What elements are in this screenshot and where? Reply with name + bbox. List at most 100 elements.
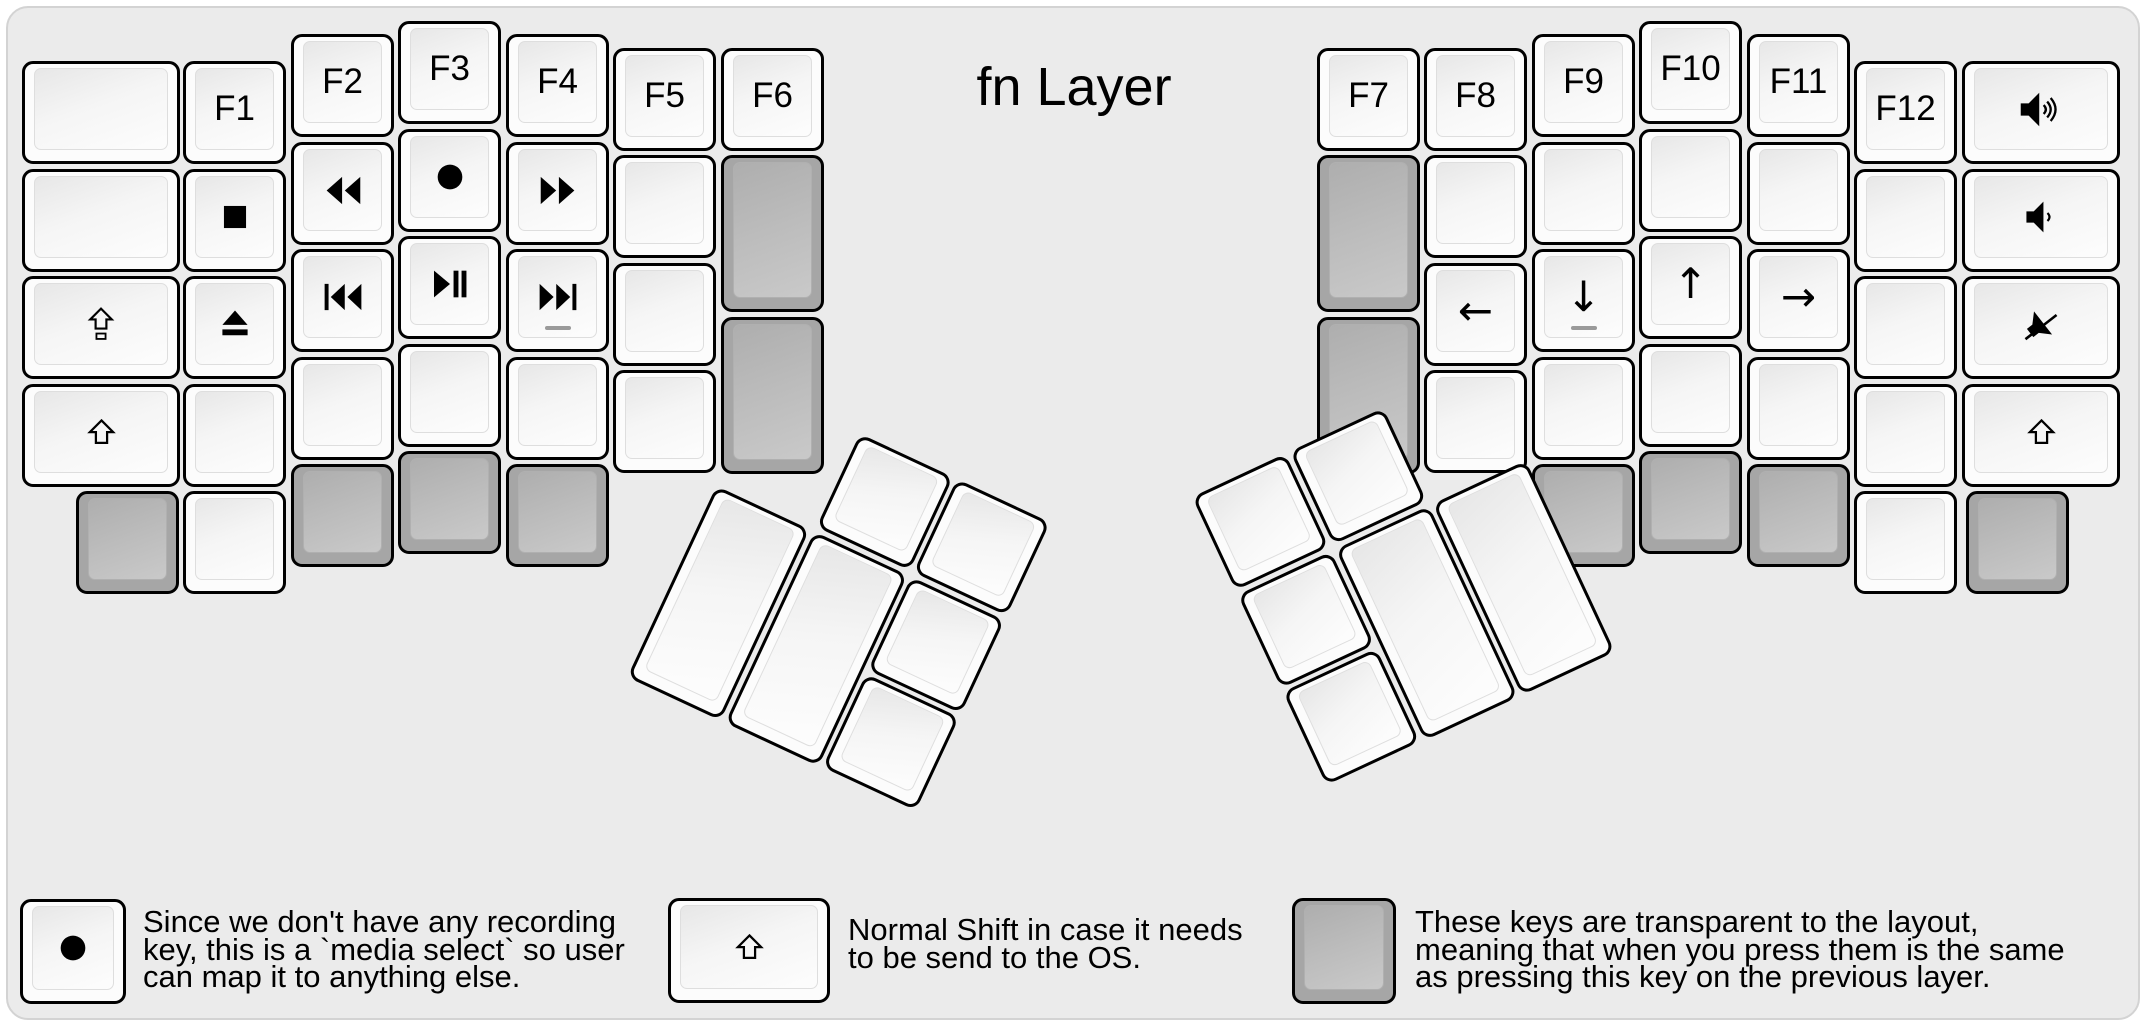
key-f2[interactable]: F2 <box>291 34 394 137</box>
key-blank[interactable] <box>1747 357 1850 460</box>
key-label: F4 <box>537 62 578 101</box>
key-blank[interactable] <box>22 169 180 272</box>
key-transparent[interactable] <box>1966 491 2069 594</box>
key-shift[interactable] <box>22 384 180 487</box>
shift-icon <box>2026 417 2057 448</box>
key-arrow-up[interactable]: ↑ <box>1639 236 1742 339</box>
key-label: F2 <box>322 62 363 101</box>
arrow-left-icon: ← <box>1457 286 1494 335</box>
key-transparent[interactable] <box>291 464 394 567</box>
key-blank[interactable] <box>1424 370 1527 473</box>
key-blank[interactable] <box>1532 142 1635 245</box>
key-transparent[interactable] <box>1747 464 1850 567</box>
keytop: F2 <box>303 41 382 123</box>
key-blank[interactable] <box>1854 276 1957 379</box>
keytop <box>518 471 597 553</box>
key-label: F11 <box>1769 62 1828 101</box>
key-arrow-down[interactable]: ↓ <box>1532 249 1635 352</box>
key-blank[interactable] <box>291 357 394 460</box>
keytop <box>1974 68 2108 150</box>
key-transparent[interactable] <box>1317 155 1420 312</box>
key-blank[interactable] <box>1747 142 1850 245</box>
key-record[interactable] <box>398 129 501 232</box>
key-blank[interactable] <box>1854 491 1957 594</box>
keytop <box>32 906 114 990</box>
key-blank[interactable] <box>183 384 286 487</box>
layer-title: fn Layer <box>976 57 1172 117</box>
keytop <box>1759 471 1838 553</box>
homing-dash <box>1570 326 1597 330</box>
legend-note-line: Since we don't have any recording <box>143 904 616 939</box>
key-f1[interactable]: F1 <box>183 61 286 164</box>
key-blank[interactable] <box>1639 344 1742 447</box>
key-f6[interactable]: F6 <box>721 48 824 151</box>
key-shift[interactable] <box>668 898 830 1003</box>
key-label: F5 <box>644 76 685 115</box>
keytop <box>1759 149 1838 231</box>
keytop <box>1544 149 1623 231</box>
arrow-up-icon: ↑ <box>1672 259 1709 308</box>
key-eject[interactable] <box>183 276 286 379</box>
key-blank[interactable] <box>613 370 716 473</box>
record-icon <box>433 160 467 194</box>
keytop <box>410 458 489 540</box>
key-f8[interactable]: F8 <box>1424 48 1527 151</box>
legend-note-line: key, this is a `media select` so user <box>143 931 625 967</box>
legend-note-3: These keys are transparent to the layout… <box>1415 906 2065 992</box>
key-blank[interactable] <box>613 155 716 258</box>
key-label: F12 <box>1875 89 1936 128</box>
keytop: F1 <box>195 68 274 150</box>
key-transparent[interactable] <box>1639 451 1742 554</box>
key-f3[interactable]: F3 <box>398 21 501 124</box>
key-f12[interactable]: F12 <box>1854 61 1957 164</box>
key-f5[interactable]: F5 <box>613 48 716 151</box>
key-transparent[interactable] <box>721 155 824 312</box>
key-blank[interactable] <box>613 263 716 366</box>
key-transparent[interactable] <box>1292 898 1396 1004</box>
key-arrow-right[interactable]: → <box>1747 249 1850 352</box>
key-blank[interactable] <box>506 357 609 460</box>
key-f4[interactable]: F4 <box>506 34 609 137</box>
key-transparent[interactable] <box>721 317 824 474</box>
keytop <box>88 498 167 580</box>
key-blank[interactable] <box>1854 384 1957 487</box>
keytop: ← <box>1436 270 1515 352</box>
key-label: F10 <box>1660 49 1721 88</box>
key-prev-track[interactable] <box>291 249 394 352</box>
legend-note-line: meaning that when you press them is the … <box>1415 931 2065 967</box>
key-arrow-left[interactable]: ← <box>1424 263 1527 366</box>
key-f11[interactable]: F11 <box>1747 34 1850 137</box>
key-stop[interactable] <box>183 169 286 272</box>
key-record[interactable] <box>20 899 126 1004</box>
key-volume-up[interactable] <box>1962 61 2120 164</box>
key-play-pause[interactable] <box>398 236 501 339</box>
keytop: F9 <box>1544 41 1623 123</box>
key-volume-down[interactable] <box>1962 169 2120 272</box>
key-f7[interactable]: F7 <box>1317 48 1420 151</box>
keytop: F3 <box>410 28 489 110</box>
legend-note-line: can map it to anything else. <box>143 959 521 995</box>
key-blank[interactable] <box>22 61 180 164</box>
key-next-track[interactable] <box>506 249 609 352</box>
key-blank[interactable] <box>398 344 501 447</box>
key-caps-lock[interactable] <box>22 276 180 379</box>
key-shift[interactable] <box>1962 384 2120 487</box>
key-blank[interactable] <box>1532 357 1635 460</box>
key-blank[interactable] <box>183 491 286 594</box>
key-blank[interactable] <box>1639 129 1742 232</box>
key-transparent[interactable] <box>506 464 609 567</box>
shift-icon <box>86 417 117 448</box>
eject-icon <box>217 306 253 342</box>
key-fast-forward[interactable] <box>506 142 609 245</box>
keytop <box>1436 162 1515 244</box>
key-blank[interactable] <box>1424 155 1527 258</box>
key-f10[interactable]: F10 <box>1639 21 1742 124</box>
key-mute[interactable] <box>1962 276 2120 379</box>
key-transparent[interactable] <box>398 451 501 554</box>
key-f9[interactable]: F9 <box>1532 34 1635 137</box>
key-rewind[interactable] <box>291 142 394 245</box>
key-blank[interactable] <box>1854 169 1957 272</box>
key-transparent[interactable] <box>76 491 179 594</box>
key-label: F7 <box>1348 76 1389 115</box>
